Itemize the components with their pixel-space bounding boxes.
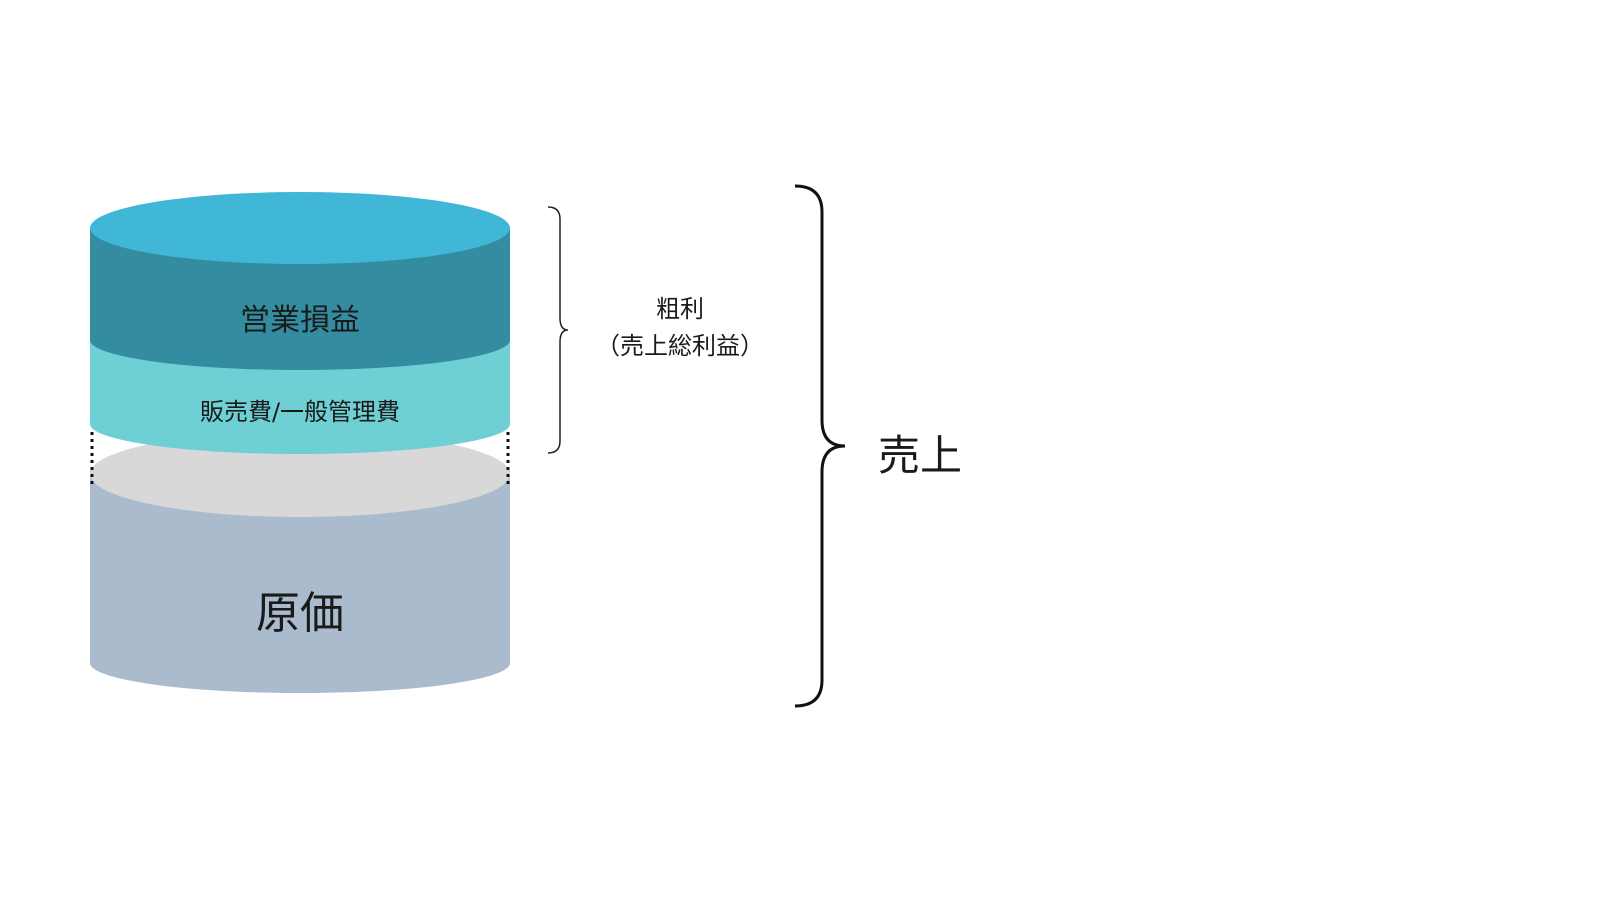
operating-profit-body [90, 228, 510, 370]
gross-profit-label: 粗利 [656, 295, 704, 323]
cogs-top [90, 431, 510, 517]
operating-profit-label: 営業損益 [240, 303, 360, 338]
operating-profit-top [90, 192, 510, 264]
sales-bracket [794, 184, 846, 708]
gross-profit-bracket [547, 206, 569, 454]
sales-label: 売上 [878, 431, 962, 480]
gross-profit-sublabel: （売上総利益） [596, 332, 764, 360]
operating-profit-layer [90, 192, 510, 370]
cogs-cylinder [90, 431, 510, 693]
cogs-label: 原価 [256, 588, 344, 639]
cogs-body [90, 470, 510, 693]
sga-label: 販売費/一般管理費 [200, 398, 400, 426]
